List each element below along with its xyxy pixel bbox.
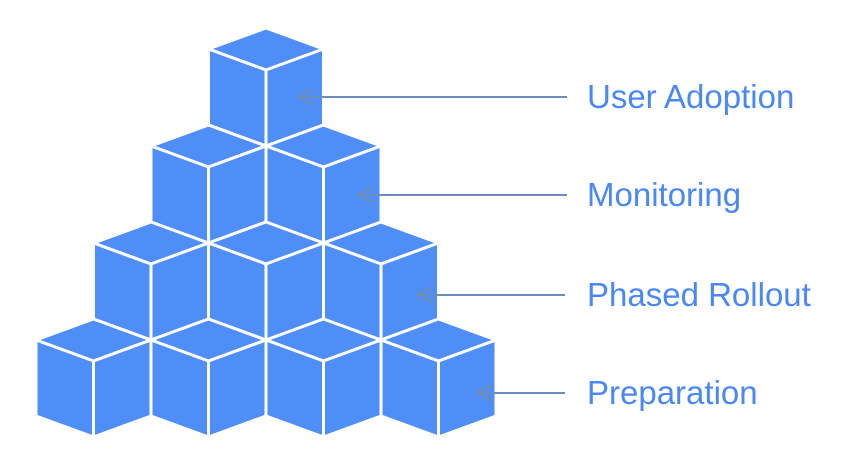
level-arrow-head (475, 384, 493, 402)
label-user-adoption: User Adoption (587, 78, 795, 115)
label-monitoring: Monitoring (587, 176, 742, 213)
label-phased-rollout: Phased Rollout (587, 276, 811, 313)
level-arrow-head (356, 186, 374, 204)
label-preparation: Preparation (587, 374, 758, 411)
level-arrow-head (296, 88, 314, 106)
level-arrow-head (415, 286, 433, 304)
cube-right-face (437, 338, 498, 439)
